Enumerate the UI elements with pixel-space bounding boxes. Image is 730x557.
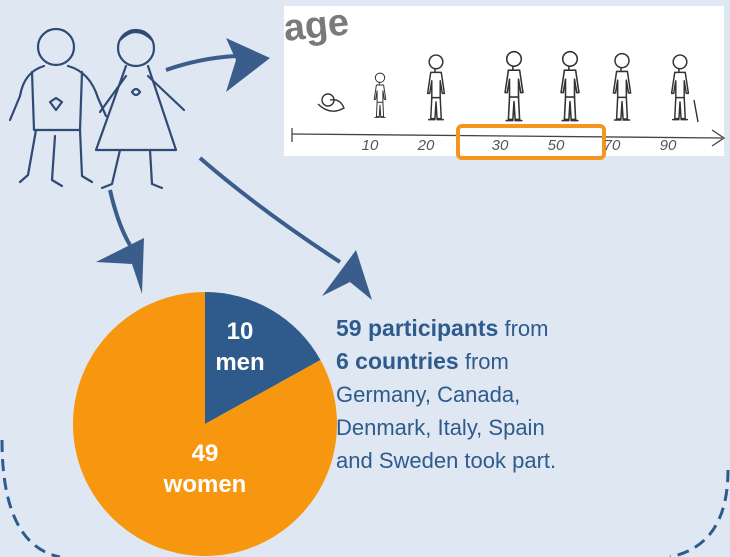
- pie-label-men: 10 men: [200, 316, 280, 378]
- pie-slice-men: [205, 292, 321, 424]
- pie-label-women: 49 women: [150, 438, 260, 500]
- participants-pie: [73, 292, 338, 556]
- women-count: 49: [191, 440, 219, 467]
- arrow-to-pie: [96, 189, 144, 294]
- info-line-2: 6 countries from: [336, 345, 726, 378]
- arrow-to-text: [198, 156, 372, 300]
- baby-figure: [317, 93, 345, 112]
- pie-slice-women: [73, 292, 338, 556]
- men-count: 10: [226, 318, 254, 345]
- info-line-4: Denmark, Italy, Spain: [336, 415, 545, 440]
- age-axis: [291, 129, 726, 147]
- info-from-1: from: [504, 316, 549, 341]
- age-tick-70: 70: [603, 137, 621, 154]
- age-tick-90: 90: [659, 137, 677, 154]
- age-tick-50: 50: [547, 137, 565, 154]
- countries-count: 6 countries: [336, 348, 459, 374]
- info-from-2: from: [464, 349, 509, 374]
- participants-count: 59 participants: [336, 315, 499, 341]
- age-panel: [284, 6, 724, 156]
- info-line-3: Germany, Canada,: [336, 382, 521, 407]
- arrow-to-age: [165, 38, 270, 92]
- age-tick-20: 20: [417, 137, 435, 154]
- age-heading: age: [281, 1, 352, 51]
- age-tick-10: 10: [361, 137, 379, 154]
- men-label: men: [215, 349, 265, 376]
- info-line-1: 59 participants from: [336, 312, 726, 345]
- age-tick-30: 30: [491, 137, 509, 154]
- participants-info: 59 participants from 6 countries from Ge…: [336, 312, 726, 477]
- women-label: women: [163, 471, 247, 498]
- info-line-5: and Sweden took part.: [336, 448, 557, 473]
- children-sketch: [8, 27, 186, 190]
- dashed-border: [0, 439, 730, 557]
- age-highlight-box: [456, 124, 606, 160]
